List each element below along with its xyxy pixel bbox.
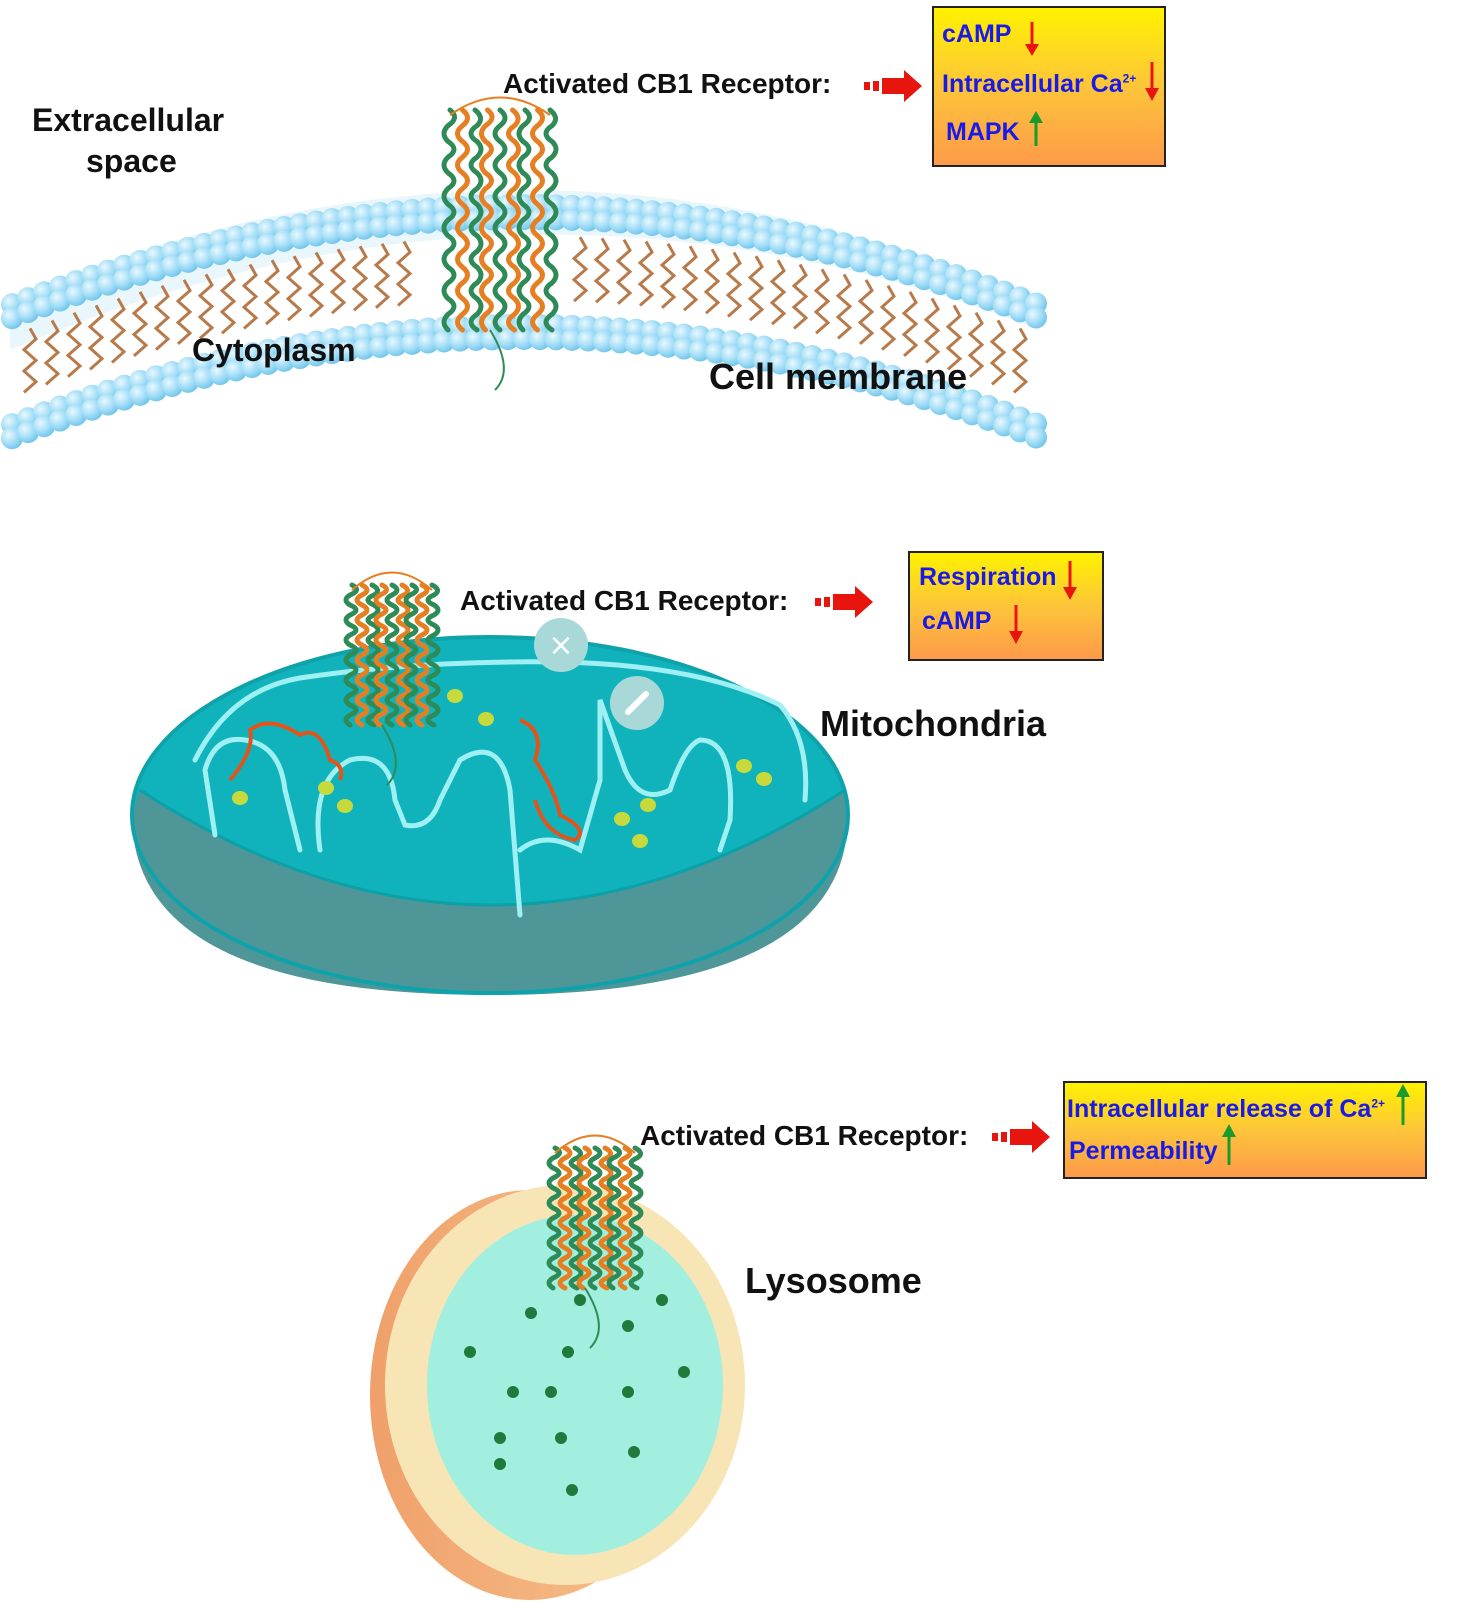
- effects-box-membrane: cAMP Intracellular Ca2+ MAPK: [932, 6, 1166, 167]
- cell-membrane-illustration: [1, 190, 1047, 450]
- effect-respiration: Respiration: [919, 563, 1057, 591]
- down-arrow-icon: [1063, 561, 1077, 600]
- pointer-arrow-membrane: [864, 70, 922, 102]
- effect-camp: cAMP: [942, 20, 1012, 48]
- receptor-label-membrane: Activated CB1 Receptor:: [503, 68, 832, 99]
- up-arrow-icon: [1029, 111, 1043, 146]
- cell-membrane-label: Cell membrane: [709, 356, 968, 397]
- lysosome-illustration: [370, 1185, 745, 1600]
- pointer-arrow-lysosome: [992, 1121, 1050, 1153]
- mito-dna-strand: [228, 718, 582, 843]
- up-arrow-icon: [1396, 1084, 1410, 1125]
- receptor-label-mitochondria: Activated CB1 Receptor:: [460, 585, 789, 616]
- svg-text:×: ×: [548, 628, 573, 663]
- effect-permeability: Permeability: [1069, 1137, 1218, 1165]
- effects-box-mitochondria: Respiration cAMP: [908, 551, 1104, 661]
- effect-camp: cAMP: [922, 607, 992, 635]
- mito-ribosome-dots: [232, 689, 772, 848]
- effects-box-lysosome: Intracellular release of Ca2+ Permeabili…: [1063, 1081, 1427, 1179]
- lysosome-vesicle-dots: [464, 1294, 690, 1496]
- membrane-lipid-tails: [21, 236, 1029, 394]
- effect-intracellular-ca: Intracellular Ca2+: [942, 70, 1137, 98]
- down-arrow-icon: [1025, 22, 1039, 56]
- down-arrow-icon: [1009, 605, 1023, 644]
- lysosome-label: Lysosome: [745, 1260, 922, 1301]
- cb1-receptor-mitochondria: [343, 571, 441, 786]
- cb1-receptor-lysosome: [546, 1134, 644, 1349]
- membrane-phospholipid-heads: [1, 194, 1047, 450]
- effect-intracellular-release-ca: Intracellular release of Ca2+: [1067, 1095, 1385, 1123]
- up-arrow-icon: [1222, 1124, 1236, 1165]
- pointer-arrow-mitochondria: [815, 586, 873, 618]
- extracellular-label: Extracellular: [32, 102, 225, 138]
- mitochondria-label: Mitochondria: [820, 703, 1046, 744]
- mitochondria-illustration: ×: [130, 618, 850, 995]
- cytoplasm-label: Cytoplasm: [192, 332, 356, 368]
- effect-mapk: MAPK: [946, 118, 1020, 146]
- receptor-label-lysosome: Activated CB1 Receptor:: [640, 1120, 969, 1151]
- space-label: space: [86, 143, 177, 179]
- cb1-receptor-membrane: [441, 96, 559, 391]
- down-arrow-icon: [1145, 62, 1159, 101]
